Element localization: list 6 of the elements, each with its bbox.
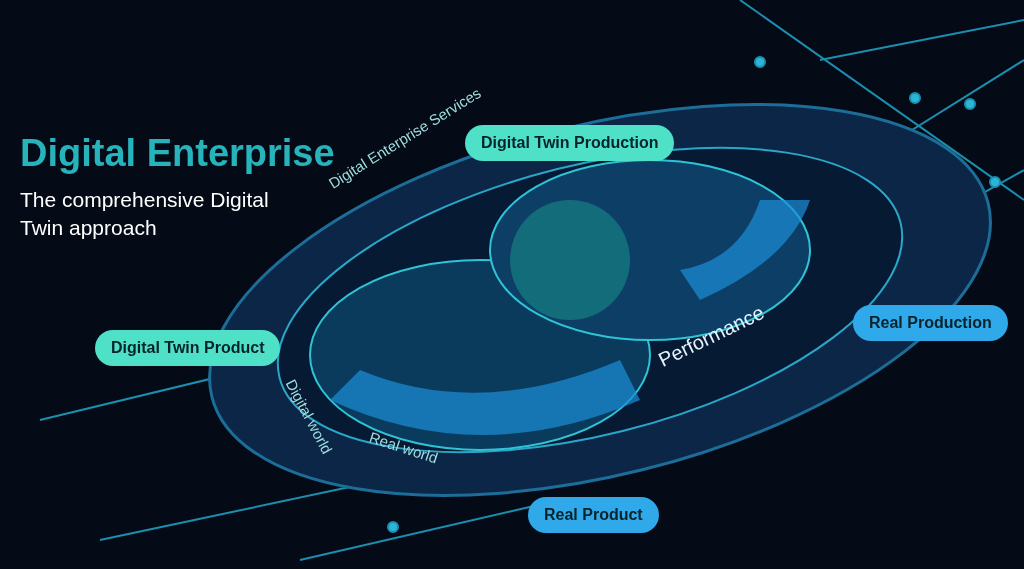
label-pill: Real Product bbox=[528, 497, 659, 533]
label-pill: Digital Twin Production bbox=[465, 125, 675, 161]
label-pill: Digital Twin Product bbox=[95, 330, 281, 366]
subtitle: The comprehensive Digital Twin approach bbox=[20, 187, 270, 241]
label-pill: Real Production bbox=[853, 305, 1008, 341]
ring-label: Real world bbox=[367, 428, 441, 467]
